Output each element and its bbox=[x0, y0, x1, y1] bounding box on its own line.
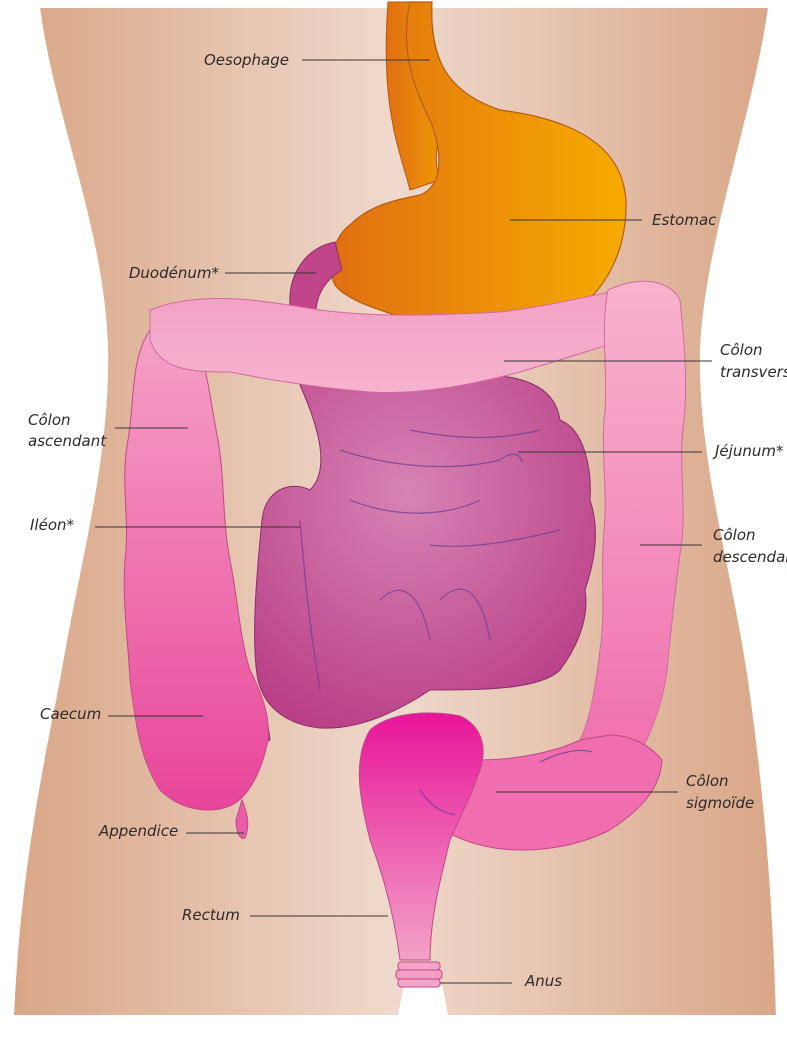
label-colon-sigmoide-line2: sigmoïde bbox=[686, 794, 754, 812]
label-caecum: Caecum bbox=[40, 705, 101, 723]
label-estomac: Estomac bbox=[652, 211, 717, 229]
label-colon-ascendant-line1: Côlon bbox=[28, 411, 71, 429]
label-colon-descendant-line2: descendar bbox=[713, 548, 787, 566]
legs-gap bbox=[398, 985, 448, 1015]
label-colon-descendant-line1: Côlon bbox=[713, 526, 756, 544]
bottom-margin bbox=[0, 1015, 787, 1044]
label-colon-ascendant-line2: ascendant bbox=[28, 432, 107, 450]
label-oesophage: Oesophage bbox=[204, 51, 289, 69]
label-rectum: Rectum bbox=[182, 906, 240, 924]
label-ileon: Iléon* bbox=[30, 516, 75, 534]
label-anus: Anus bbox=[524, 972, 562, 990]
anus bbox=[396, 962, 442, 987]
label-appendice: Appendice bbox=[98, 822, 178, 840]
label-colon-transvers-line1: Côlon bbox=[720, 341, 763, 359]
label-duodenum: Duodénum* bbox=[129, 264, 220, 282]
label-jejunum: Jéjunum* bbox=[712, 442, 784, 460]
label-colon-sigmoide-line1: Côlon bbox=[686, 772, 729, 790]
label-colon-transvers-line2: transvers bbox=[720, 363, 787, 381]
